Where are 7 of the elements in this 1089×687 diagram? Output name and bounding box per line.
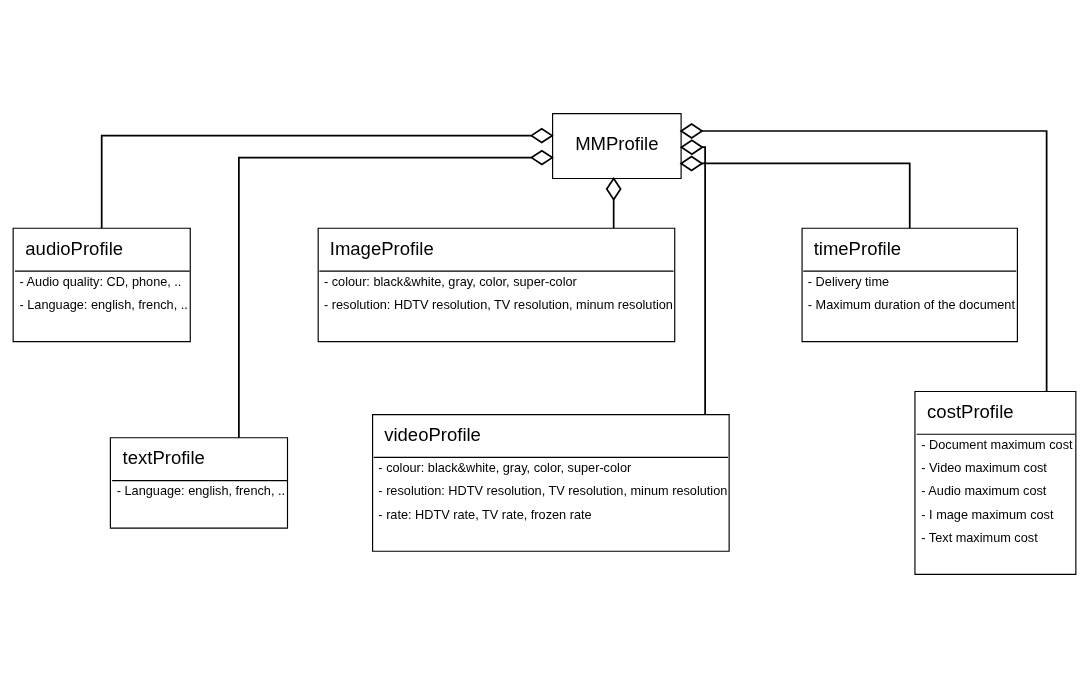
connector (679, 122, 1048, 392)
connector (605, 176, 622, 229)
connector (679, 138, 706, 415)
node-box: MMProfile (552, 112, 682, 179)
connector (100, 127, 554, 229)
connector (238, 149, 554, 439)
connector (679, 154, 911, 229)
